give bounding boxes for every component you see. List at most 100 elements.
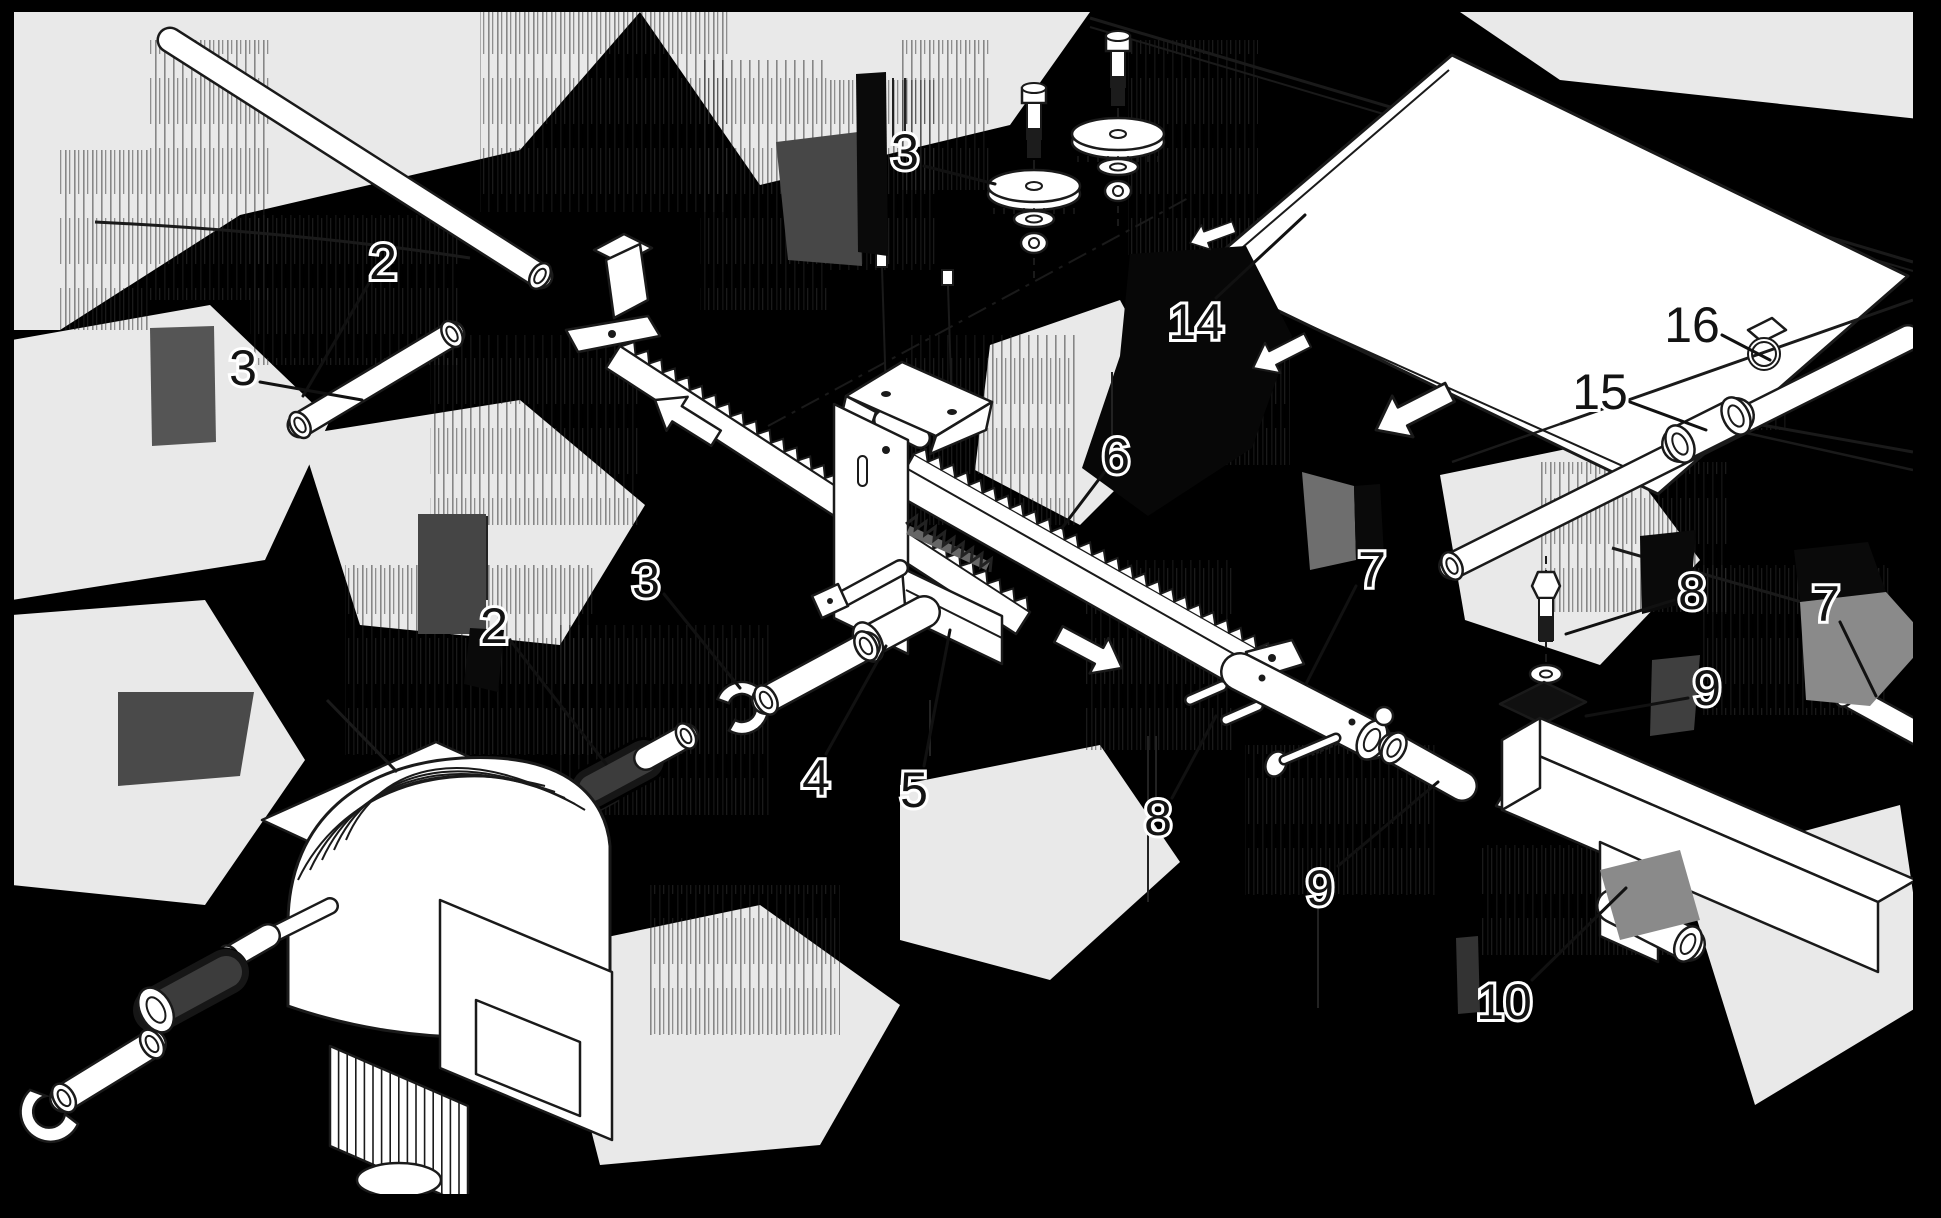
part-label-2: 2 [477, 595, 608, 766]
housing-rib [333, 770, 576, 851]
center-dot [827, 598, 833, 604]
line [905, 467, 1263, 671]
part-number: 9 [1306, 860, 1334, 916]
scan-blob [118, 692, 254, 786]
pipe-long-top-left [156, 26, 554, 291]
motor-end-cap [355, 1161, 443, 1199]
gray-blotch [1460, 12, 1928, 120]
angled-bolt-shank [1278, 732, 1342, 766]
gray-blotch [900, 745, 1180, 980]
part-label-8: 8 [1141, 714, 1218, 849]
leader-line [1628, 400, 1708, 432]
washer-hole [1539, 669, 1553, 679]
rack-teeth [913, 447, 1271, 657]
leader-line [301, 276, 374, 398]
pipe-bore [533, 267, 547, 285]
scan-blob [150, 326, 216, 446]
washer-hole [1109, 162, 1127, 172]
part-label-3: 3 [226, 337, 364, 402]
leader-line-motor [325, 698, 399, 774]
scan-blob [1082, 246, 1292, 516]
bolt-head-top [1021, 82, 1047, 94]
scan-blob [1600, 850, 1700, 940]
housing-rib [345, 767, 586, 841]
part-number: 5 [900, 762, 928, 818]
clamp-plate [1498, 680, 1588, 726]
part-label-14: 14 [1165, 213, 1307, 353]
streak-patch [60, 150, 150, 330]
clip-ring-inner [1749, 339, 1779, 369]
leader-line [1584, 696, 1690, 718]
pipe-bore [445, 325, 459, 343]
cover-panel [1196, 53, 1910, 496]
bolt-head [1530, 570, 1562, 600]
saddle-hole [881, 391, 891, 397]
sprocket-bore [136, 986, 176, 1034]
pipe-bore [858, 636, 874, 656]
guide-roller-b [873, 409, 931, 449]
bolt-hole [608, 330, 616, 338]
part-number: 16 [1664, 297, 1720, 353]
clip-plate [1746, 316, 1788, 344]
streak-patch [480, 12, 730, 212]
plate-hole [882, 446, 890, 454]
line [1281, 735, 1339, 763]
part-label-15: 15 [1569, 361, 1708, 432]
pipe-bore [1679, 932, 1697, 956]
line [1380, 734, 1476, 800]
nut-hole [1028, 237, 1040, 249]
rack-end-clamp [564, 232, 662, 354]
streak-patch [430, 335, 640, 525]
leader-line [508, 638, 608, 766]
crank-hook [19, 1088, 80, 1144]
part-number: 14 [1168, 294, 1224, 350]
saddle-hole [947, 409, 957, 415]
line [1186, 682, 1226, 704]
inspection-panel [474, 998, 582, 1118]
part-number: 4 [802, 750, 830, 806]
beam-end [1500, 716, 1542, 812]
scan-blob [1800, 592, 1929, 706]
arrow-panel-large [1374, 381, 1456, 439]
hex-nut [1103, 179, 1133, 203]
part-label-7: 7 [1304, 539, 1389, 686]
part-label-6: 6 [1060, 425, 1133, 530]
pipe-bore [145, 996, 167, 1024]
pipe-bore [1445, 557, 1459, 575]
line [1559, 298, 1914, 426]
part-label-9: 9 [1303, 780, 1440, 919]
line [1222, 654, 1390, 758]
mount-hole [1268, 654, 1276, 662]
leader-line [922, 628, 952, 768]
assembly-centerline [767, 195, 1193, 427]
leader-line [1304, 584, 1358, 686]
pipe-bore [1727, 404, 1745, 428]
part-label-16: 16 [1661, 294, 1772, 362]
pipe-bore [1386, 738, 1402, 758]
spring-pin-a [1184, 680, 1228, 706]
plate-slot [857, 455, 868, 487]
leader-line [1720, 333, 1772, 362]
part-number: 15 [1572, 364, 1628, 420]
line [1222, 702, 1262, 724]
disc-hub [1025, 181, 1043, 191]
pin-hole [1348, 718, 1356, 726]
streak-patch [650, 885, 840, 1035]
part-number: 8 [1678, 564, 1706, 620]
scan-blob [1650, 655, 1700, 736]
pipe-bore [144, 1034, 160, 1054]
thin-rod [94, 220, 471, 260]
support-beam [1500, 716, 1918, 974]
arrow-panel-small [1251, 332, 1313, 375]
arrow-rack-right [1052, 625, 1124, 675]
shaft-square-end [810, 582, 850, 620]
pipe-bore [758, 690, 774, 710]
pinion-teeth [905, 512, 994, 573]
leader-line [922, 164, 997, 186]
pin-hole [1258, 674, 1266, 682]
leader-line [662, 592, 742, 690]
part-label-10: 10 [1473, 886, 1628, 1033]
leader-line [258, 380, 364, 402]
